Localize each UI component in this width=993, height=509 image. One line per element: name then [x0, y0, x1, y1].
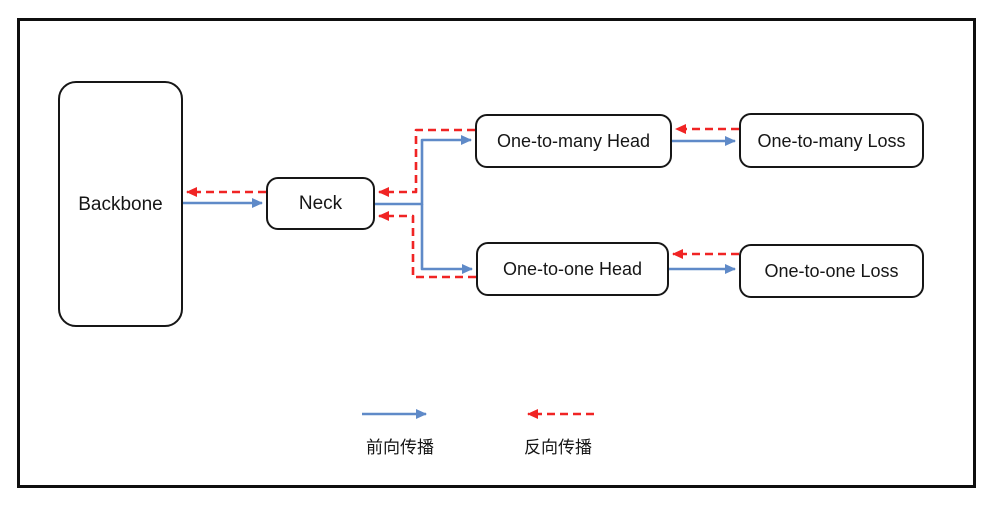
one-to-many-loss-node: One-to-many Loss — [739, 113, 924, 168]
one-to-one-head-node: One-to-one Head — [476, 242, 669, 296]
backbone-node: Backbone — [58, 81, 183, 327]
one-to-many-loss-label: One-to-many Loss — [757, 130, 906, 151]
backward-arrow-one-to-one-head-to-neck — [378, 211, 476, 279]
legend-backward-label: 反向传播 — [524, 438, 592, 457]
legend-forward-label: 前向传播 — [366, 438, 434, 457]
neck-label: Neck — [298, 193, 343, 214]
one-to-one-head-label: One-to-one Head — [502, 259, 643, 279]
one-to-one-loss-node: One-to-one Loss — [739, 244, 924, 298]
one-to-one-loss-label: One-to-one Loss — [764, 261, 899, 281]
backbone-label: Backbone — [78, 193, 163, 215]
forward-arrow-neck-to-one-to-one-head — [420, 204, 473, 274]
neck-node: Neck — [266, 177, 375, 230]
one-to-many-head-node: One-to-many Head — [475, 114, 672, 168]
one-to-many-head-label: One-to-many Head — [496, 131, 651, 151]
backward-arrow-one-to-many-head-to-neck — [378, 128, 475, 197]
forward-arrow-neck-to-one-to-many-head — [375, 135, 472, 206]
